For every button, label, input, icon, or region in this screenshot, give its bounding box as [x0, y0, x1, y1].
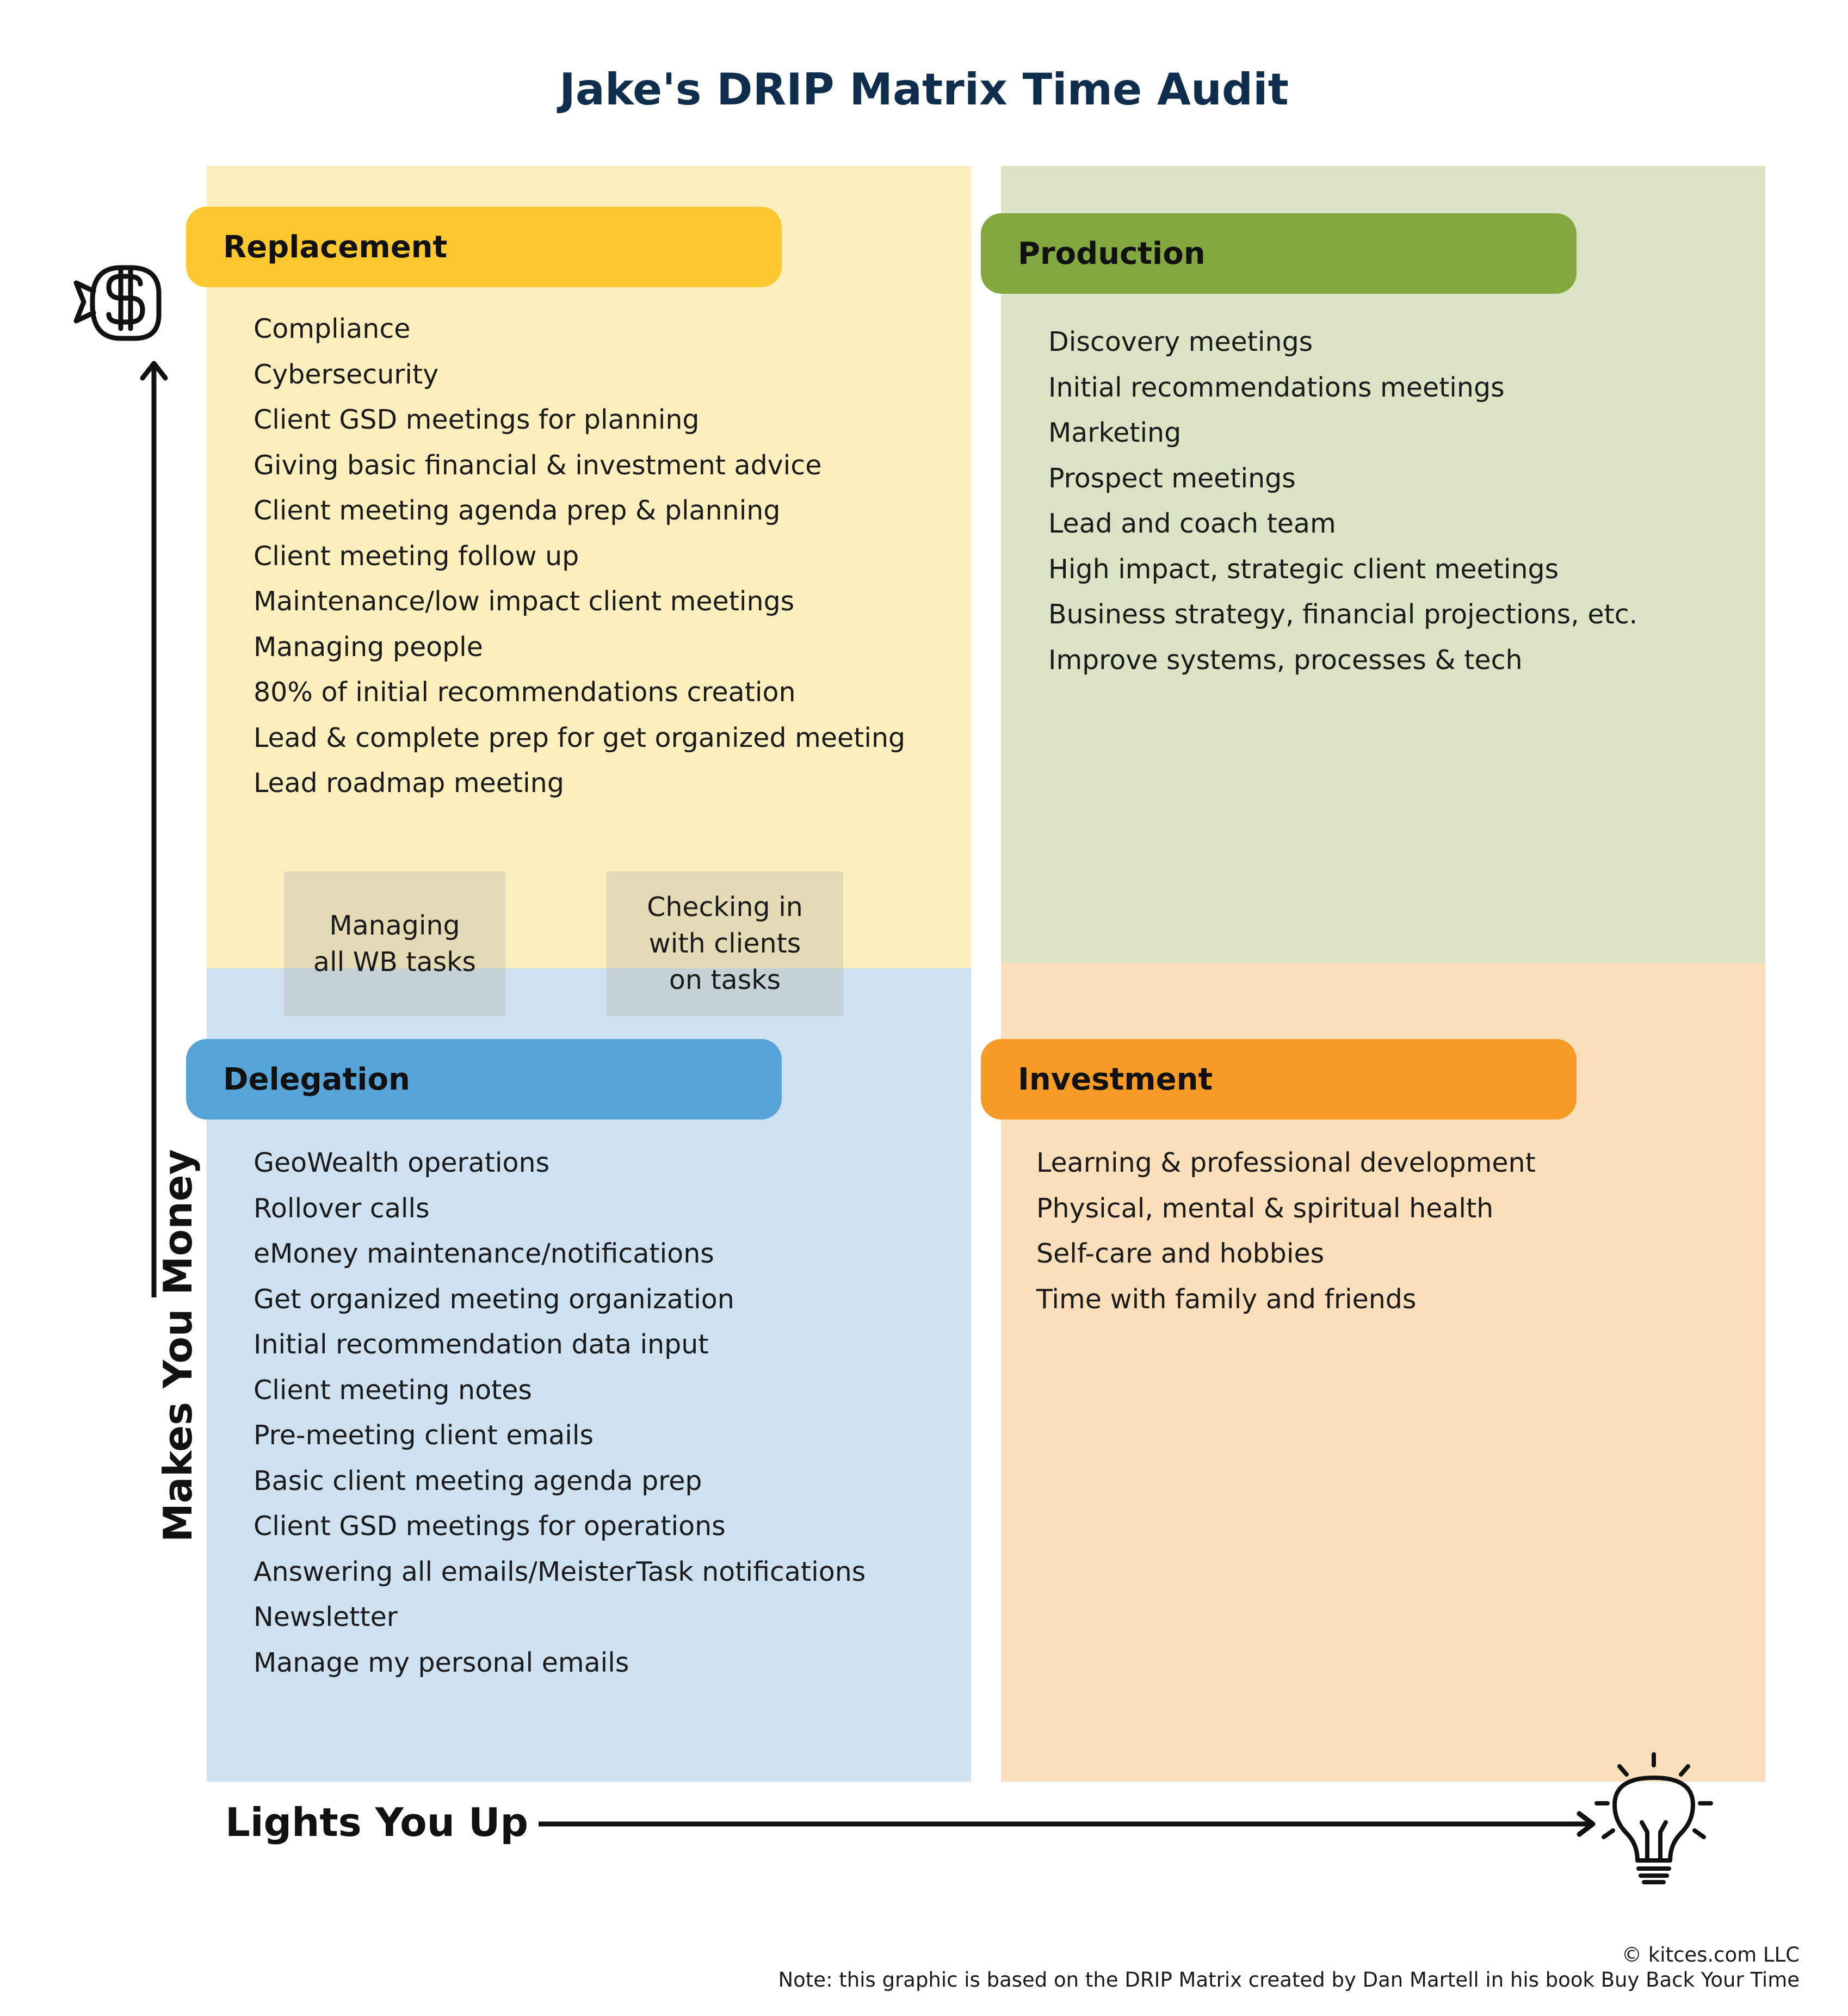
replacement-quadrant	[207, 166, 971, 968]
copyright-text: © kitces.com LLC	[1622, 1943, 1800, 1966]
page-title: Jake's DRIP Matrix Time Audit	[559, 64, 1289, 115]
list-item: Rollover calls	[254, 1192, 430, 1224]
list-item: Self-care and hobbies	[1036, 1238, 1325, 1269]
list-item: Managing people	[254, 631, 483, 663]
list-item: Improve systems, processes & tech	[1048, 644, 1523, 676]
list-item: Client GSD meetings for planning	[254, 404, 700, 435]
footnote-text: Note: this graphic is based on the DRIP …	[778, 1968, 1800, 1992]
list-item: eMoney maintenance/notifications	[254, 1238, 714, 1269]
overlap-note-wb-tasks: Managing all WB tasks	[284, 871, 505, 1016]
list-item: Pre-meeting client emails	[254, 1420, 594, 1451]
list-item: Initial recommendations meetings	[1048, 372, 1505, 403]
delegation-list: GeoWealth operations Rollover calls eMon…	[254, 1140, 866, 1685]
production-label: Production	[981, 213, 1577, 294]
money-bag-icon	[73, 265, 162, 341]
list-item: High impact, strategic client meetings	[1048, 553, 1559, 585]
production-list: Discovery meetings Initial recommendatio…	[1048, 319, 1637, 683]
list-item: Cybersecurity	[254, 358, 439, 390]
y-axis-arrow	[140, 361, 168, 1297]
list-item: Get organized meeting organization	[254, 1283, 734, 1315]
list-item: Client meeting follow up	[254, 540, 579, 572]
list-item: Client meeting notes	[254, 1374, 532, 1406]
list-item: Lead roadmap meeting	[254, 768, 564, 799]
production-quadrant	[1001, 166, 1765, 963]
list-item: Client meeting agenda prep & planning	[254, 495, 781, 526]
list-item: Lead and coach team	[1048, 508, 1336, 539]
list-item: Discovery meetings	[1048, 326, 1313, 357]
list-item: Maintenance/low impact client meetings	[254, 586, 795, 617]
light-bulb-icon	[1594, 1752, 1713, 1884]
list-item: GeoWealth operations	[254, 1147, 550, 1178]
list-item: Newsletter	[254, 1601, 398, 1632]
replacement-label: Replacement	[186, 207, 782, 287]
delegation-label: Delegation	[186, 1039, 782, 1120]
investment-list: Learning & professional development Phys…	[1036, 1140, 1536, 1322]
list-item: Lead & complete prep for get organized m…	[254, 722, 906, 753]
list-item: Giving basic financial & investment advi…	[254, 449, 822, 481]
y-axis-label: Makes You Money	[155, 1149, 201, 1542]
note-text: Checking in with clients on tasks	[647, 892, 803, 995]
list-item: Learning & professional development	[1036, 1147, 1536, 1178]
list-item: Initial recommendation data input	[254, 1329, 709, 1360]
list-item: Answering all emails/MeisterTask notific…	[254, 1556, 866, 1587]
note-text: Managing all WB tasks	[313, 910, 477, 978]
list-item: Client GSD meetings for operations	[254, 1511, 726, 1542]
investment-label: Investment	[981, 1039, 1577, 1120]
list-item: 80% of initial recommendations creation	[254, 677, 796, 708]
x-axis-arrow	[539, 1811, 1596, 1837]
list-item: Physical, mental & spiritual health	[1036, 1192, 1494, 1224]
list-item: Marketing	[1048, 417, 1182, 448]
list-item: Time with family and friends	[1036, 1283, 1417, 1315]
list-item: Business strategy, financial projections…	[1048, 599, 1638, 630]
replacement-list: Compliance Cybersecurity Client GSD meet…	[254, 306, 905, 806]
x-axis-label: Lights You Up	[225, 1799, 529, 1845]
list-item: Compliance	[254, 313, 411, 344]
list-item: Basic client meeting agenda prep	[254, 1465, 702, 1496]
overlap-note-checking-in: Checking in with clients on tasks	[607, 871, 843, 1016]
list-item: Manage my personal emails	[254, 1647, 629, 1678]
list-item: Prospect meetings	[1048, 462, 1296, 494]
